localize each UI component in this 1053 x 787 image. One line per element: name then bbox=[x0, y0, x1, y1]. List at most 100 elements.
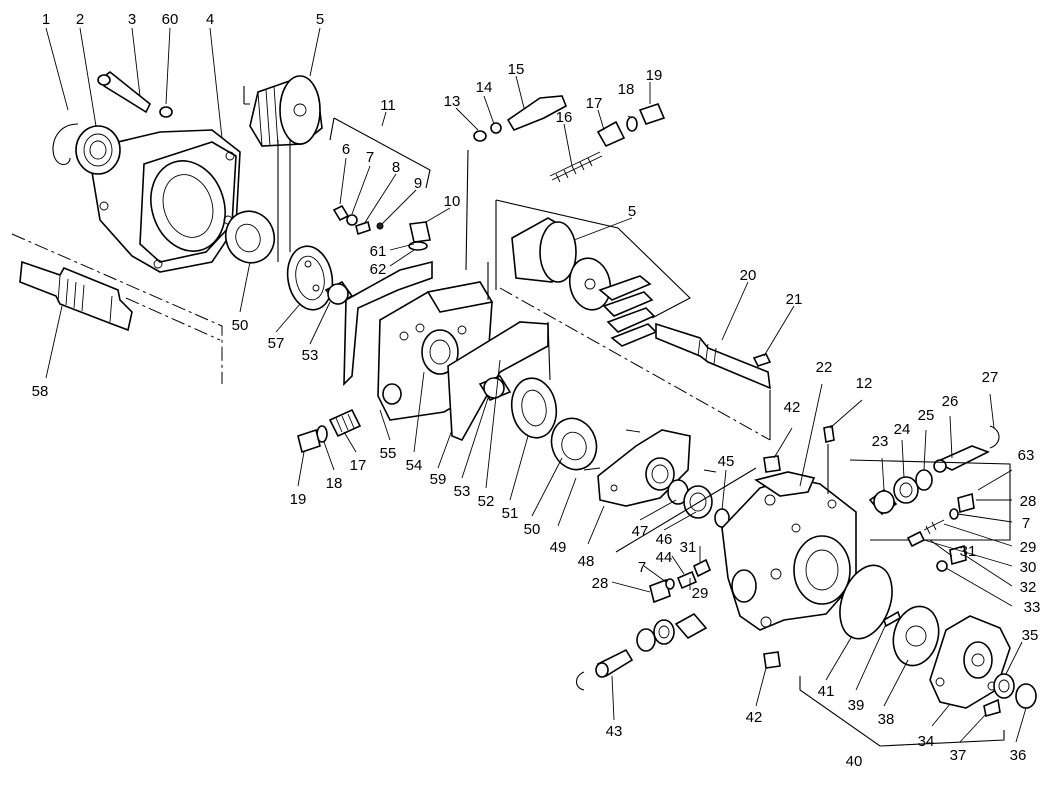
label-11: 11 bbox=[380, 97, 396, 114]
label-51: 51 bbox=[502, 505, 519, 522]
label-10: 10 bbox=[444, 193, 461, 210]
label-58: 58 bbox=[32, 383, 49, 400]
label-12: 12 bbox=[856, 375, 873, 392]
label-61: 61 bbox=[370, 243, 387, 260]
oring-41 bbox=[839, 564, 893, 640]
label-40: 40 bbox=[846, 753, 863, 770]
label-34: 34 bbox=[918, 733, 935, 750]
rotating-group-5-upper bbox=[249, 75, 323, 147]
label-42: 42 bbox=[784, 399, 801, 416]
poppet-31-lower bbox=[692, 558, 712, 578]
label-35: 35 bbox=[1022, 627, 1039, 644]
label-48: 48 bbox=[578, 553, 595, 570]
label-15: 15 bbox=[508, 61, 525, 78]
label-7c: 7 bbox=[638, 559, 646, 576]
oring-61 bbox=[408, 241, 428, 251]
washer-36 bbox=[1015, 683, 1037, 709]
shaft-58 bbox=[19, 260, 133, 332]
pin-12 bbox=[823, 425, 835, 443]
housing-4 bbox=[91, 129, 241, 273]
axis-line-left bbox=[11, 233, 223, 384]
snap-ring-27 bbox=[989, 425, 1000, 449]
spring-16 bbox=[549, 151, 603, 183]
label-31: 31 bbox=[960, 543, 977, 560]
oring-7-upper bbox=[346, 214, 358, 226]
bolt-37 bbox=[983, 698, 1001, 718]
bearing-lower bbox=[653, 619, 675, 645]
label-62: 62 bbox=[370, 261, 387, 278]
plug-32 bbox=[949, 544, 967, 566]
label-2: 2 bbox=[76, 11, 84, 28]
label-29: 29 bbox=[1020, 539, 1037, 556]
shaft-43 bbox=[595, 648, 634, 678]
label-54: 54 bbox=[406, 457, 423, 474]
plate-57 bbox=[286, 245, 334, 311]
label-32: 32 bbox=[1020, 579, 1037, 596]
ball-9 bbox=[376, 222, 384, 230]
label-13: 13 bbox=[444, 93, 461, 110]
label-25: 25 bbox=[918, 407, 935, 424]
label-3: 3 bbox=[128, 11, 136, 28]
spring-44 bbox=[676, 570, 698, 590]
plug-42-lower bbox=[763, 651, 781, 669]
plug-28-lower bbox=[649, 578, 671, 604]
label-5b: 5 bbox=[628, 203, 636, 220]
label-49: 49 bbox=[550, 539, 567, 556]
label-29b: 29 bbox=[692, 585, 709, 602]
label-1: 1 bbox=[42, 11, 50, 28]
label-44: 44 bbox=[656, 549, 673, 566]
label-17b: 17 bbox=[350, 457, 367, 474]
washer-14 bbox=[490, 122, 502, 134]
label-7: 7 bbox=[366, 149, 374, 166]
spring-8 bbox=[355, 220, 371, 236]
label-37: 37 bbox=[950, 747, 967, 764]
oring-13 bbox=[473, 130, 487, 142]
rotating-group-5-center bbox=[511, 217, 658, 347]
shim-50-right bbox=[550, 417, 598, 471]
label-24: 24 bbox=[894, 421, 911, 438]
label-8: 8 bbox=[392, 159, 400, 176]
label-17: 17 bbox=[586, 95, 603, 112]
plug-6 bbox=[332, 204, 350, 222]
relief-valve-17-upper bbox=[596, 120, 626, 148]
bushing-53-right bbox=[478, 375, 512, 401]
plug-19-upper bbox=[638, 103, 666, 125]
label-30: 30 bbox=[1020, 559, 1037, 576]
bolt-3 bbox=[97, 70, 152, 114]
label-5: 5 bbox=[316, 11, 324, 28]
label-28b: 28 bbox=[592, 575, 609, 592]
plug-42-upper bbox=[763, 455, 781, 473]
swash-block-48 bbox=[597, 429, 691, 507]
bracket-40 bbox=[799, 676, 1005, 747]
fitting-10 bbox=[409, 221, 431, 243]
label-46: 46 bbox=[656, 531, 673, 548]
label-60: 60 bbox=[162, 11, 179, 28]
washer-60 bbox=[159, 106, 173, 118]
bushing-lower bbox=[674, 612, 708, 640]
label-26: 26 bbox=[942, 393, 959, 410]
shaft-26 bbox=[933, 445, 990, 473]
label-23: 23 bbox=[872, 433, 889, 450]
label-6: 6 bbox=[342, 141, 350, 158]
label-7b: 7 bbox=[1022, 515, 1030, 532]
spool-15 bbox=[506, 95, 568, 131]
seal-35 bbox=[993, 673, 1015, 699]
label-27: 27 bbox=[982, 369, 999, 386]
label-18: 18 bbox=[618, 81, 635, 98]
label-36: 36 bbox=[1010, 747, 1027, 764]
poppet-31-right bbox=[906, 530, 926, 548]
label-53b: 53 bbox=[454, 483, 471, 500]
label-14: 14 bbox=[476, 79, 493, 96]
label-63: 63 bbox=[1018, 447, 1035, 464]
label-45: 45 bbox=[718, 453, 735, 470]
snap-ring-43 bbox=[575, 671, 585, 691]
snap-ring-1 bbox=[52, 123, 79, 166]
label-50: 50 bbox=[232, 317, 249, 334]
spring-29 bbox=[923, 519, 945, 535]
label-57: 57 bbox=[268, 335, 285, 352]
leader-lines bbox=[45, 27, 1027, 743]
label-38: 38 bbox=[878, 711, 895, 728]
gasket-59 bbox=[447, 321, 549, 442]
bearing-2 bbox=[75, 125, 121, 175]
